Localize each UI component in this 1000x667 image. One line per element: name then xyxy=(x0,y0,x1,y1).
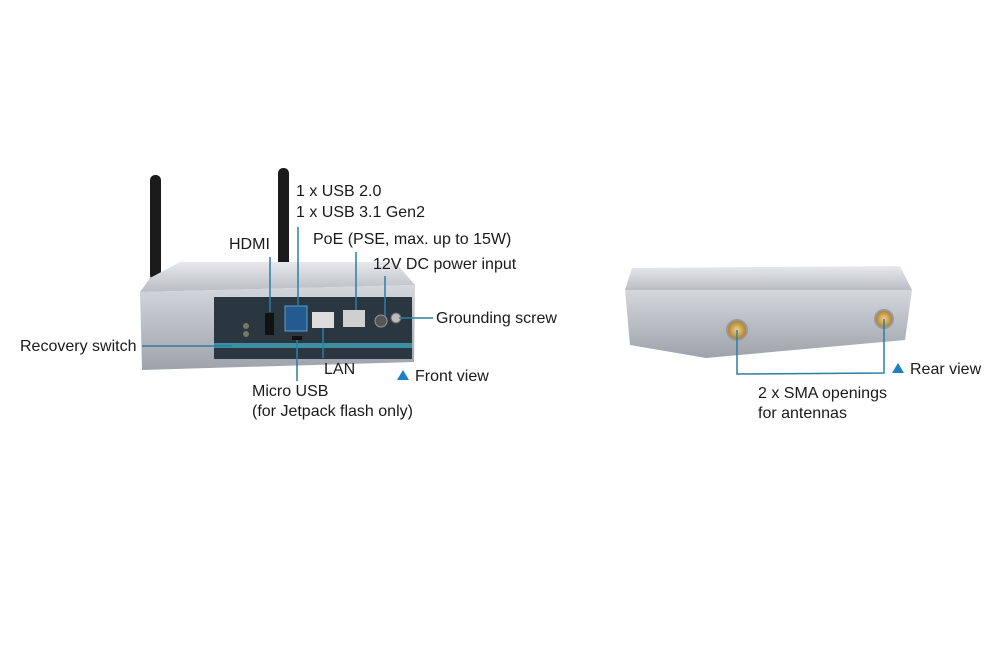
lan-port xyxy=(312,312,334,328)
micro-usb-port xyxy=(292,336,302,340)
front-device xyxy=(140,168,415,370)
sma-label-2: for antennas xyxy=(758,405,847,422)
recovery-label: Recovery switch xyxy=(20,338,137,355)
rear-chassis-face xyxy=(625,290,912,358)
triangle-icon xyxy=(892,363,904,373)
antenna-right xyxy=(278,168,289,268)
grounding-label: Grounding screw xyxy=(436,310,557,327)
dc-jack xyxy=(374,314,388,328)
rear-chassis-top xyxy=(625,266,912,290)
triangle-icon xyxy=(397,370,409,380)
sma-label-1: 2 x SMA openings xyxy=(758,385,887,402)
rear-view-label: Rear view xyxy=(910,361,982,378)
front-view-caption: Front view xyxy=(397,367,489,386)
power-label: 12V DC power input xyxy=(373,256,517,273)
leader-lines xyxy=(142,227,885,381)
antenna-left xyxy=(150,175,161,280)
chassis-top xyxy=(140,262,415,292)
micro-usb-label-2: (for Jetpack flash only) xyxy=(252,403,413,420)
rear-view-caption: Rear view xyxy=(892,360,981,379)
hdmi-port xyxy=(265,313,274,335)
usb-label-1: 1 x USB 2.0 xyxy=(296,183,382,200)
poe-label: PoE (PSE, max. up to 15W) xyxy=(313,231,512,248)
usb-label-2: 1 x USB 3.1 Gen2 xyxy=(296,204,425,221)
front-view-label: Front view xyxy=(415,368,489,385)
lan-label: LAN xyxy=(324,361,356,378)
hdmi-label: HDMI xyxy=(229,236,270,253)
poe-port xyxy=(343,310,365,327)
micro-usb-label-1: Micro USB xyxy=(252,383,329,400)
usb-ports xyxy=(284,305,308,332)
rear-device xyxy=(625,266,912,358)
